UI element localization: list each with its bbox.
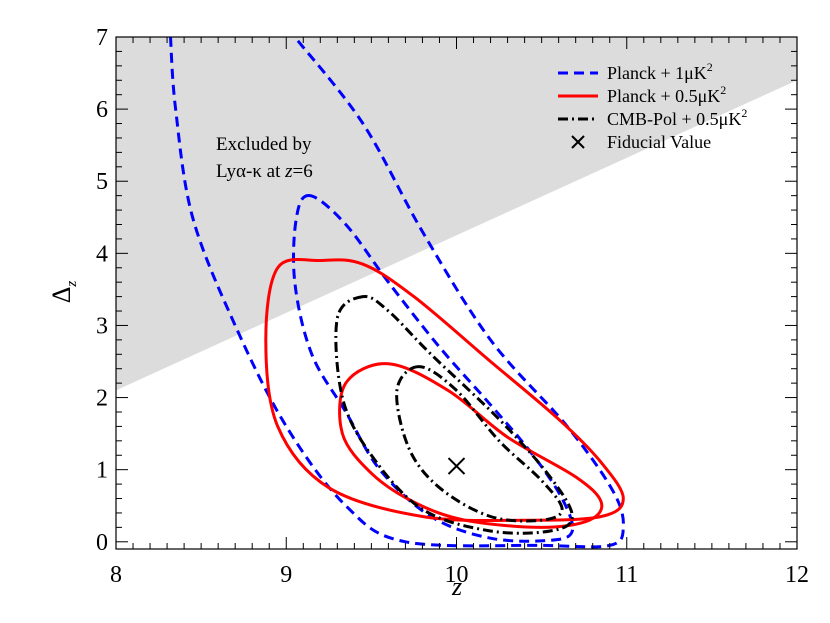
planck1-contour-68 bbox=[292, 194, 575, 543]
excluded-label-line1: Excluded by bbox=[216, 134, 312, 155]
y-tick-label: 7 bbox=[96, 25, 108, 51]
x-tick-labels: 8 9 10 11 12 bbox=[110, 562, 809, 588]
fiducial-cross-b bbox=[447, 457, 466, 475]
x-tick-label: 12 bbox=[785, 562, 809, 588]
x-axis-label: z bbox=[451, 572, 462, 601]
legend-label-cmbpol: CMB-Pol + 0.5μK2 bbox=[607, 106, 747, 129]
x-tick-label: 10 bbox=[445, 562, 469, 588]
y-tick-label: 4 bbox=[96, 241, 108, 267]
legend-fiducial-marker bbox=[571, 135, 585, 149]
excluded-region bbox=[116, 37, 797, 391]
excluded-label-line2: Lyα-κ at z=6 bbox=[216, 161, 313, 182]
x-tick-label: 11 bbox=[615, 562, 638, 588]
fiducial-marker bbox=[447, 457, 466, 475]
y-tick-label: 1 bbox=[96, 458, 108, 484]
planck05-contour-95 bbox=[264, 257, 625, 522]
y-tick-label: 5 bbox=[96, 169, 108, 195]
x-tick-label: 8 bbox=[110, 562, 122, 588]
planck05-contour-68 bbox=[338, 362, 604, 529]
y-tick-label: 0 bbox=[96, 530, 108, 556]
cmbpol-contour-68 bbox=[395, 365, 564, 523]
y-axis-label: Δz bbox=[47, 281, 80, 304]
x-tick-label: 9 bbox=[280, 562, 292, 588]
svg-text:Δz: Δz bbox=[47, 281, 80, 304]
legend-label-fiducial: Fiducial Value bbox=[607, 132, 711, 152]
axis-ticks bbox=[115, 36, 798, 549]
y-tick-label: 2 bbox=[96, 386, 108, 412]
cmbpol-contour-95 bbox=[334, 294, 574, 535]
y-tick-label: 3 bbox=[96, 313, 108, 339]
legend-label-planck1: Planck + 1μK2 bbox=[607, 60, 713, 83]
legend-label-planck05: Planck + 0.5μK2 bbox=[607, 83, 726, 106]
y-tick-label: 6 bbox=[96, 97, 108, 123]
y-tick-labels: 0 1 2 3 4 5 6 7 bbox=[96, 25, 108, 556]
